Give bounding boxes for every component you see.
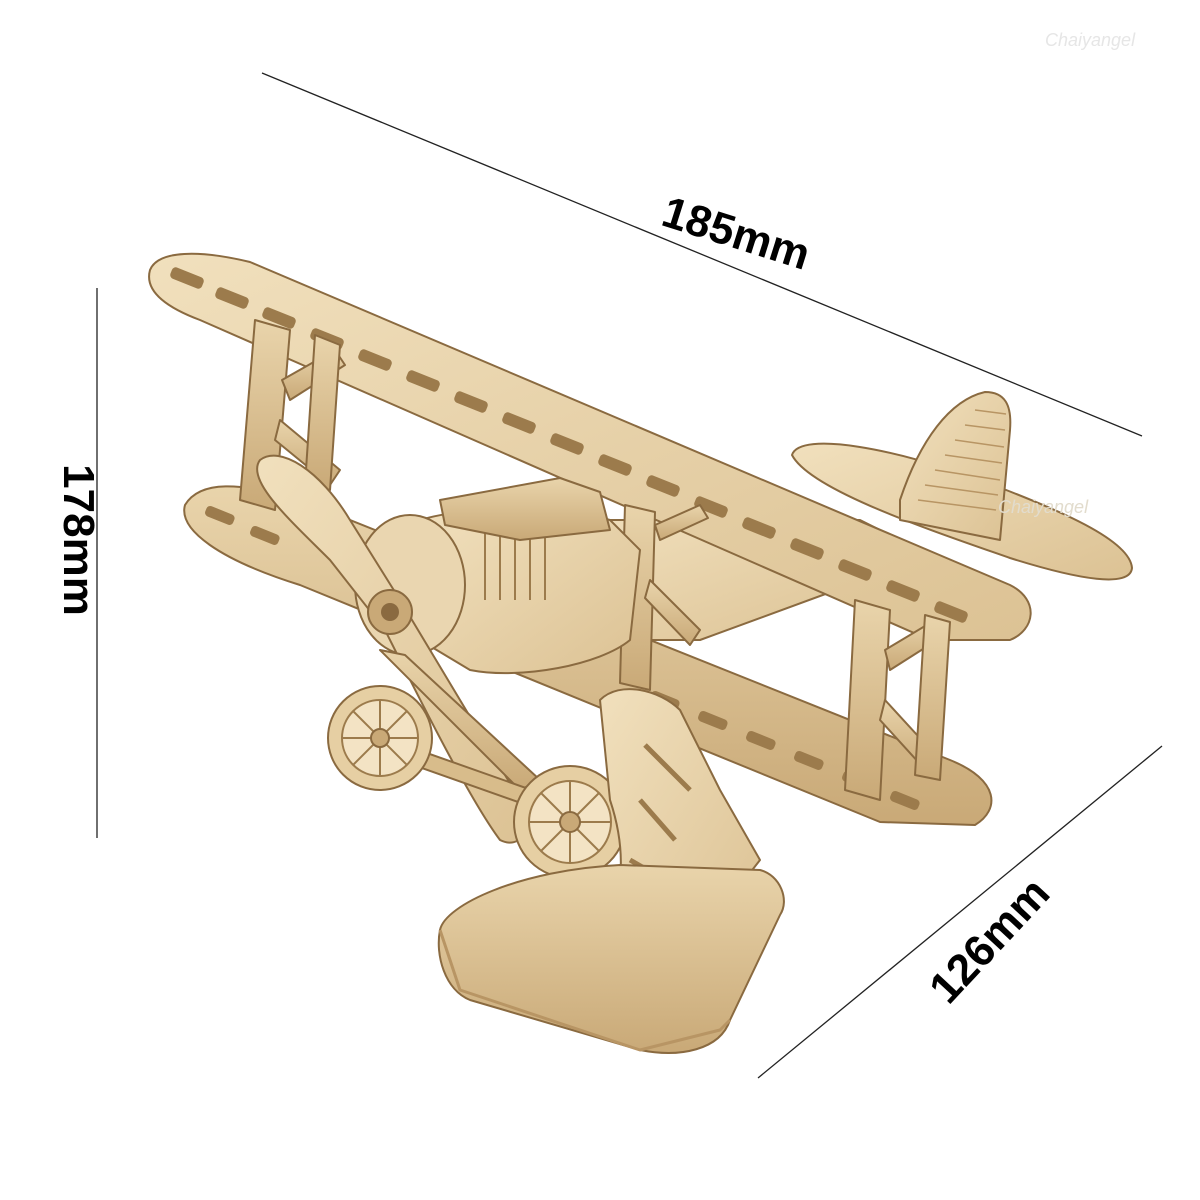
stand-base [437,864,785,1054]
watermark-middle: Chaiyangel [998,497,1089,517]
biplane-model [148,252,1133,1054]
height-dimension-label: 178mm [54,464,103,616]
depth-dimension-line [757,745,1163,1079]
upper-wing [148,252,1032,641]
watermark-top: Chaiyangel [1045,30,1136,50]
width-dimension-line [261,72,1143,437]
cockpit-guns [439,477,611,541]
propeller [256,454,527,844]
left-wheel [327,685,433,791]
right-wheel [513,765,627,879]
tail-fin [899,391,1012,541]
